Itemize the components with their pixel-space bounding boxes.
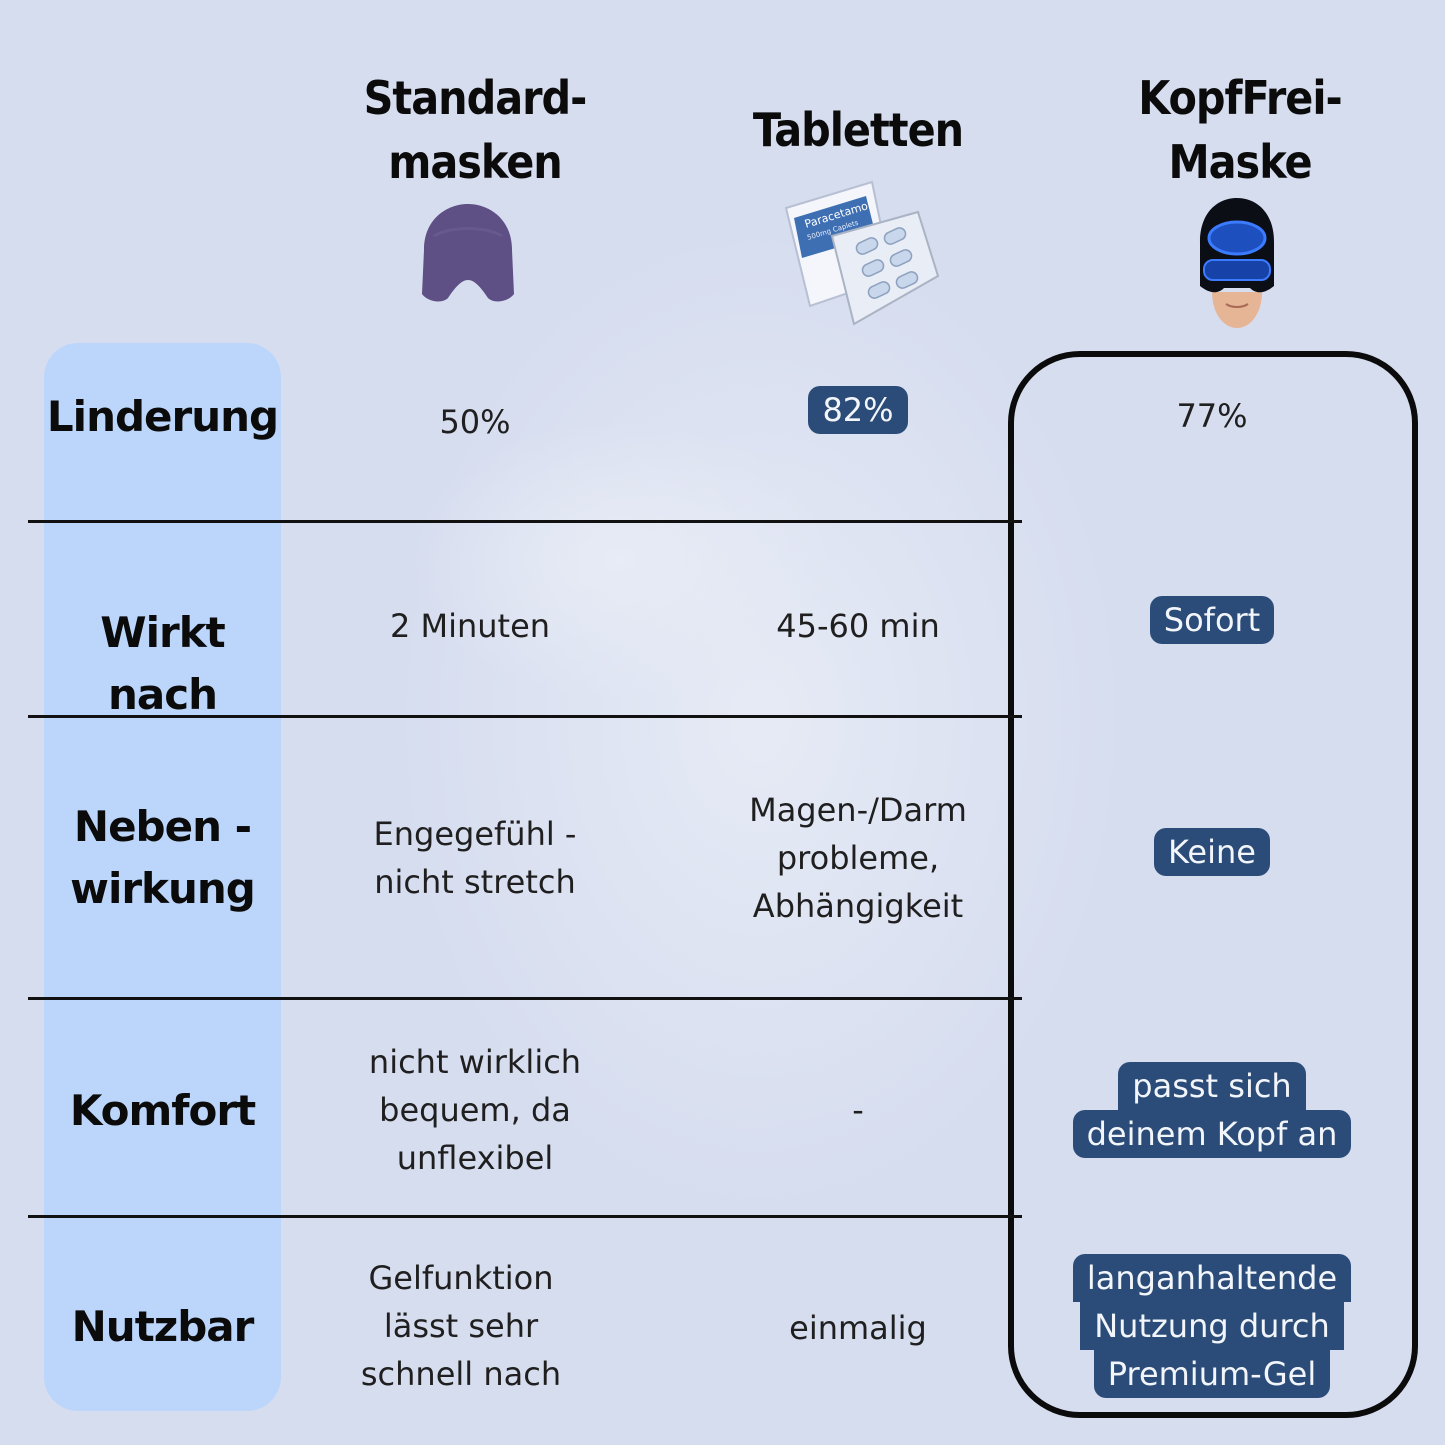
row-divider — [28, 715, 1022, 718]
cell-komfort-kopffrei: passt sich deinem Kopf an — [1060, 1062, 1364, 1158]
cell-wirkt-kopffrei: Sofort — [1060, 596, 1364, 644]
row-divider — [28, 1215, 1022, 1218]
header-tablets: Tabletten — [752, 103, 964, 157]
purple-gel-mask-icon — [422, 204, 514, 302]
blue-gel-mask-face-icon — [1200, 198, 1274, 328]
row-label-nutzbar: Nutzbar — [71, 1302, 255, 1351]
cell-linderung-tabletten: 82% — [710, 386, 1006, 434]
row-label-komfort: Komfort — [69, 1086, 256, 1135]
cell-linderung-standard: 50% — [439, 403, 511, 441]
cell-wirkt-standard: 2 Minuten — [389, 607, 551, 645]
cell-wirkt-tabletten: 45-60 min — [776, 607, 940, 645]
row-label-wirkt-nach: Wirkt nach — [100, 608, 225, 719]
header-standard-masks: Standard-masken — [363, 71, 588, 189]
cell-nebenwirkung-kopffrei: Keine — [1060, 828, 1364, 876]
cell-komfort-tabletten: - — [852, 1091, 864, 1129]
cell-nutzbar-tabletten: einmalig — [789, 1309, 927, 1347]
row-divider — [28, 997, 1022, 1000]
cell-nebenwirkung-standard: Engegefühl -nicht stretch — [373, 815, 577, 901]
header-kopffrei-mask: KopfFrei-Maske — [1138, 71, 1343, 189]
row-label-linderung: Linderung — [46, 392, 279, 441]
cell-linderung-kopffrei: 77% — [1176, 397, 1248, 435]
row-divider — [28, 520, 1022, 523]
cell-nutzbar-kopffrei: langanhaltende Nutzung durch Premium-Gel — [1060, 1254, 1364, 1398]
tablet-pack-icon: Paracetamol 500mg Caplets — [784, 180, 940, 326]
highlighted-column-frame — [1008, 351, 1418, 1418]
row-label-nebenwirkung: Neben -wirkung — [70, 802, 256, 913]
